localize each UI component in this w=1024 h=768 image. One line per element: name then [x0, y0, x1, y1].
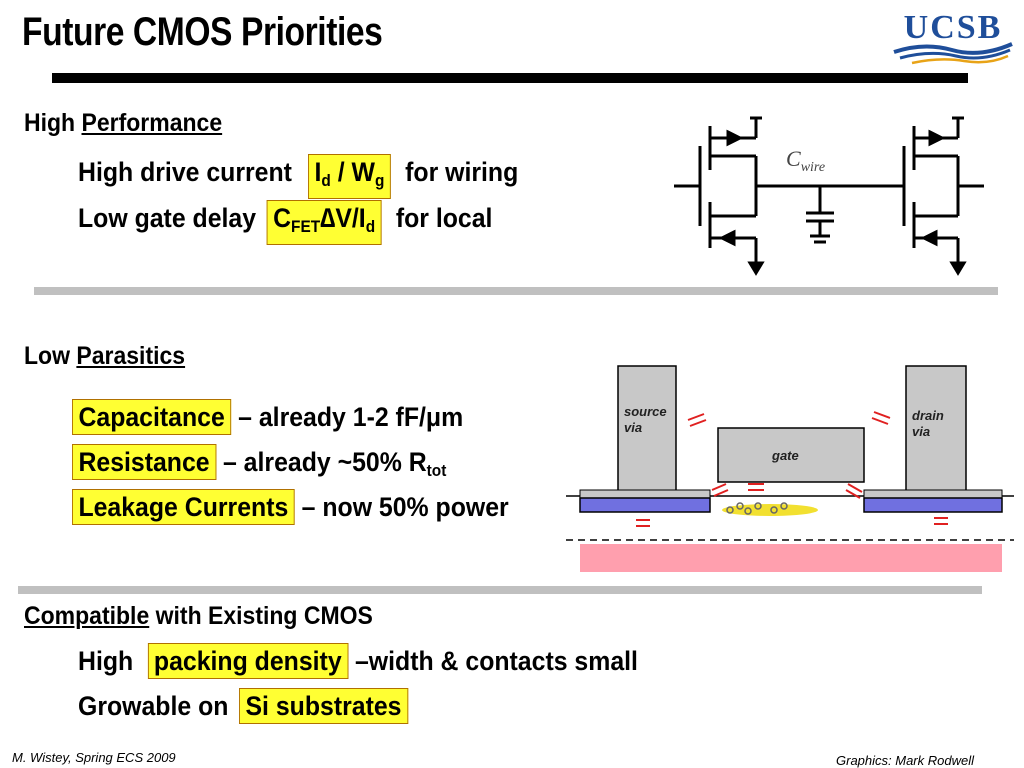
capacitance-highlight: Capacitance	[72, 399, 232, 435]
gate-delay-label: Low gate delay	[78, 203, 257, 233]
section-divider-2	[18, 586, 982, 594]
gate-label: gate	[771, 448, 799, 463]
drive-current-label: High drive current	[78, 157, 292, 187]
drive-current-formula: Id / Wg	[308, 154, 391, 200]
parasitic-item-leakage: Leakage Currents – now 50% power	[72, 489, 509, 525]
drive-current-line: High drive current Id / Wg for wiring	[78, 154, 519, 200]
leakage-text: – now 50% power	[294, 492, 509, 522]
gate-delay-line: Low gate delay CFET∆V/Id for local	[78, 200, 493, 246]
packing-density-text: –width & contacts small	[348, 646, 638, 676]
logo-text: UCSB	[904, 9, 1003, 46]
drive-current-purpose: for wiring	[405, 157, 519, 187]
resistance-text: – already ~50% R	[216, 447, 427, 477]
capacitance-text: – already 1-2 fF/μm	[231, 402, 464, 432]
si-substrates-highlight: Si substrates	[239, 688, 408, 724]
title-divider	[52, 73, 968, 83]
packing-density-line: High packing density –width & contacts s…	[78, 643, 638, 679]
si-substrates-prefix: Growable on	[78, 691, 236, 721]
slide-title: Future CMOS Priorities	[22, 10, 383, 54]
footer-author: M. Wistey, Spring ECS 2009	[12, 750, 176, 765]
performance-heading-link: Performance	[81, 109, 223, 137]
gate-delay-formula: CFET∆V/Id	[266, 200, 382, 246]
si-substrates-line: Growable on Si substrates	[78, 688, 408, 724]
performance-heading-prefix: High	[24, 109, 82, 137]
parasitics-heading: Low Parasitics	[24, 342, 185, 371]
section-divider-1	[34, 287, 998, 295]
parasitic-item-capacitance: Capacitance – already 1-2 fF/μm	[72, 399, 463, 435]
performance-heading: High Performance	[24, 109, 222, 138]
parasitics-heading-link: Parasitics	[76, 342, 186, 370]
resistance-subscript: tot	[426, 461, 447, 481]
gate-delay-purpose: for local	[395, 203, 493, 233]
ucsb-logo: UCSB	[890, 6, 1016, 68]
compatible-heading-suffix: with Existing CMOS	[149, 602, 373, 630]
leakage-highlight: Leakage Currents	[72, 489, 295, 525]
wire-circuit-diagram: Cwire	[670, 108, 990, 280]
cwire-label: Cwire	[786, 146, 825, 175]
packing-density-prefix: High	[78, 646, 141, 676]
footer-credit: Graphics: Mark Rodwell	[836, 753, 974, 768]
parasitics-heading-prefix: Low	[24, 342, 77, 370]
parasitic-item-resistance: Resistance – already ~50% Rtot	[72, 444, 446, 481]
packing-density-highlight: packing density	[147, 643, 349, 679]
compatible-heading: Compatible with Existing CMOS	[24, 602, 373, 631]
compatible-heading-link: Compatible	[24, 602, 150, 630]
resistance-highlight: Resistance	[72, 444, 217, 480]
